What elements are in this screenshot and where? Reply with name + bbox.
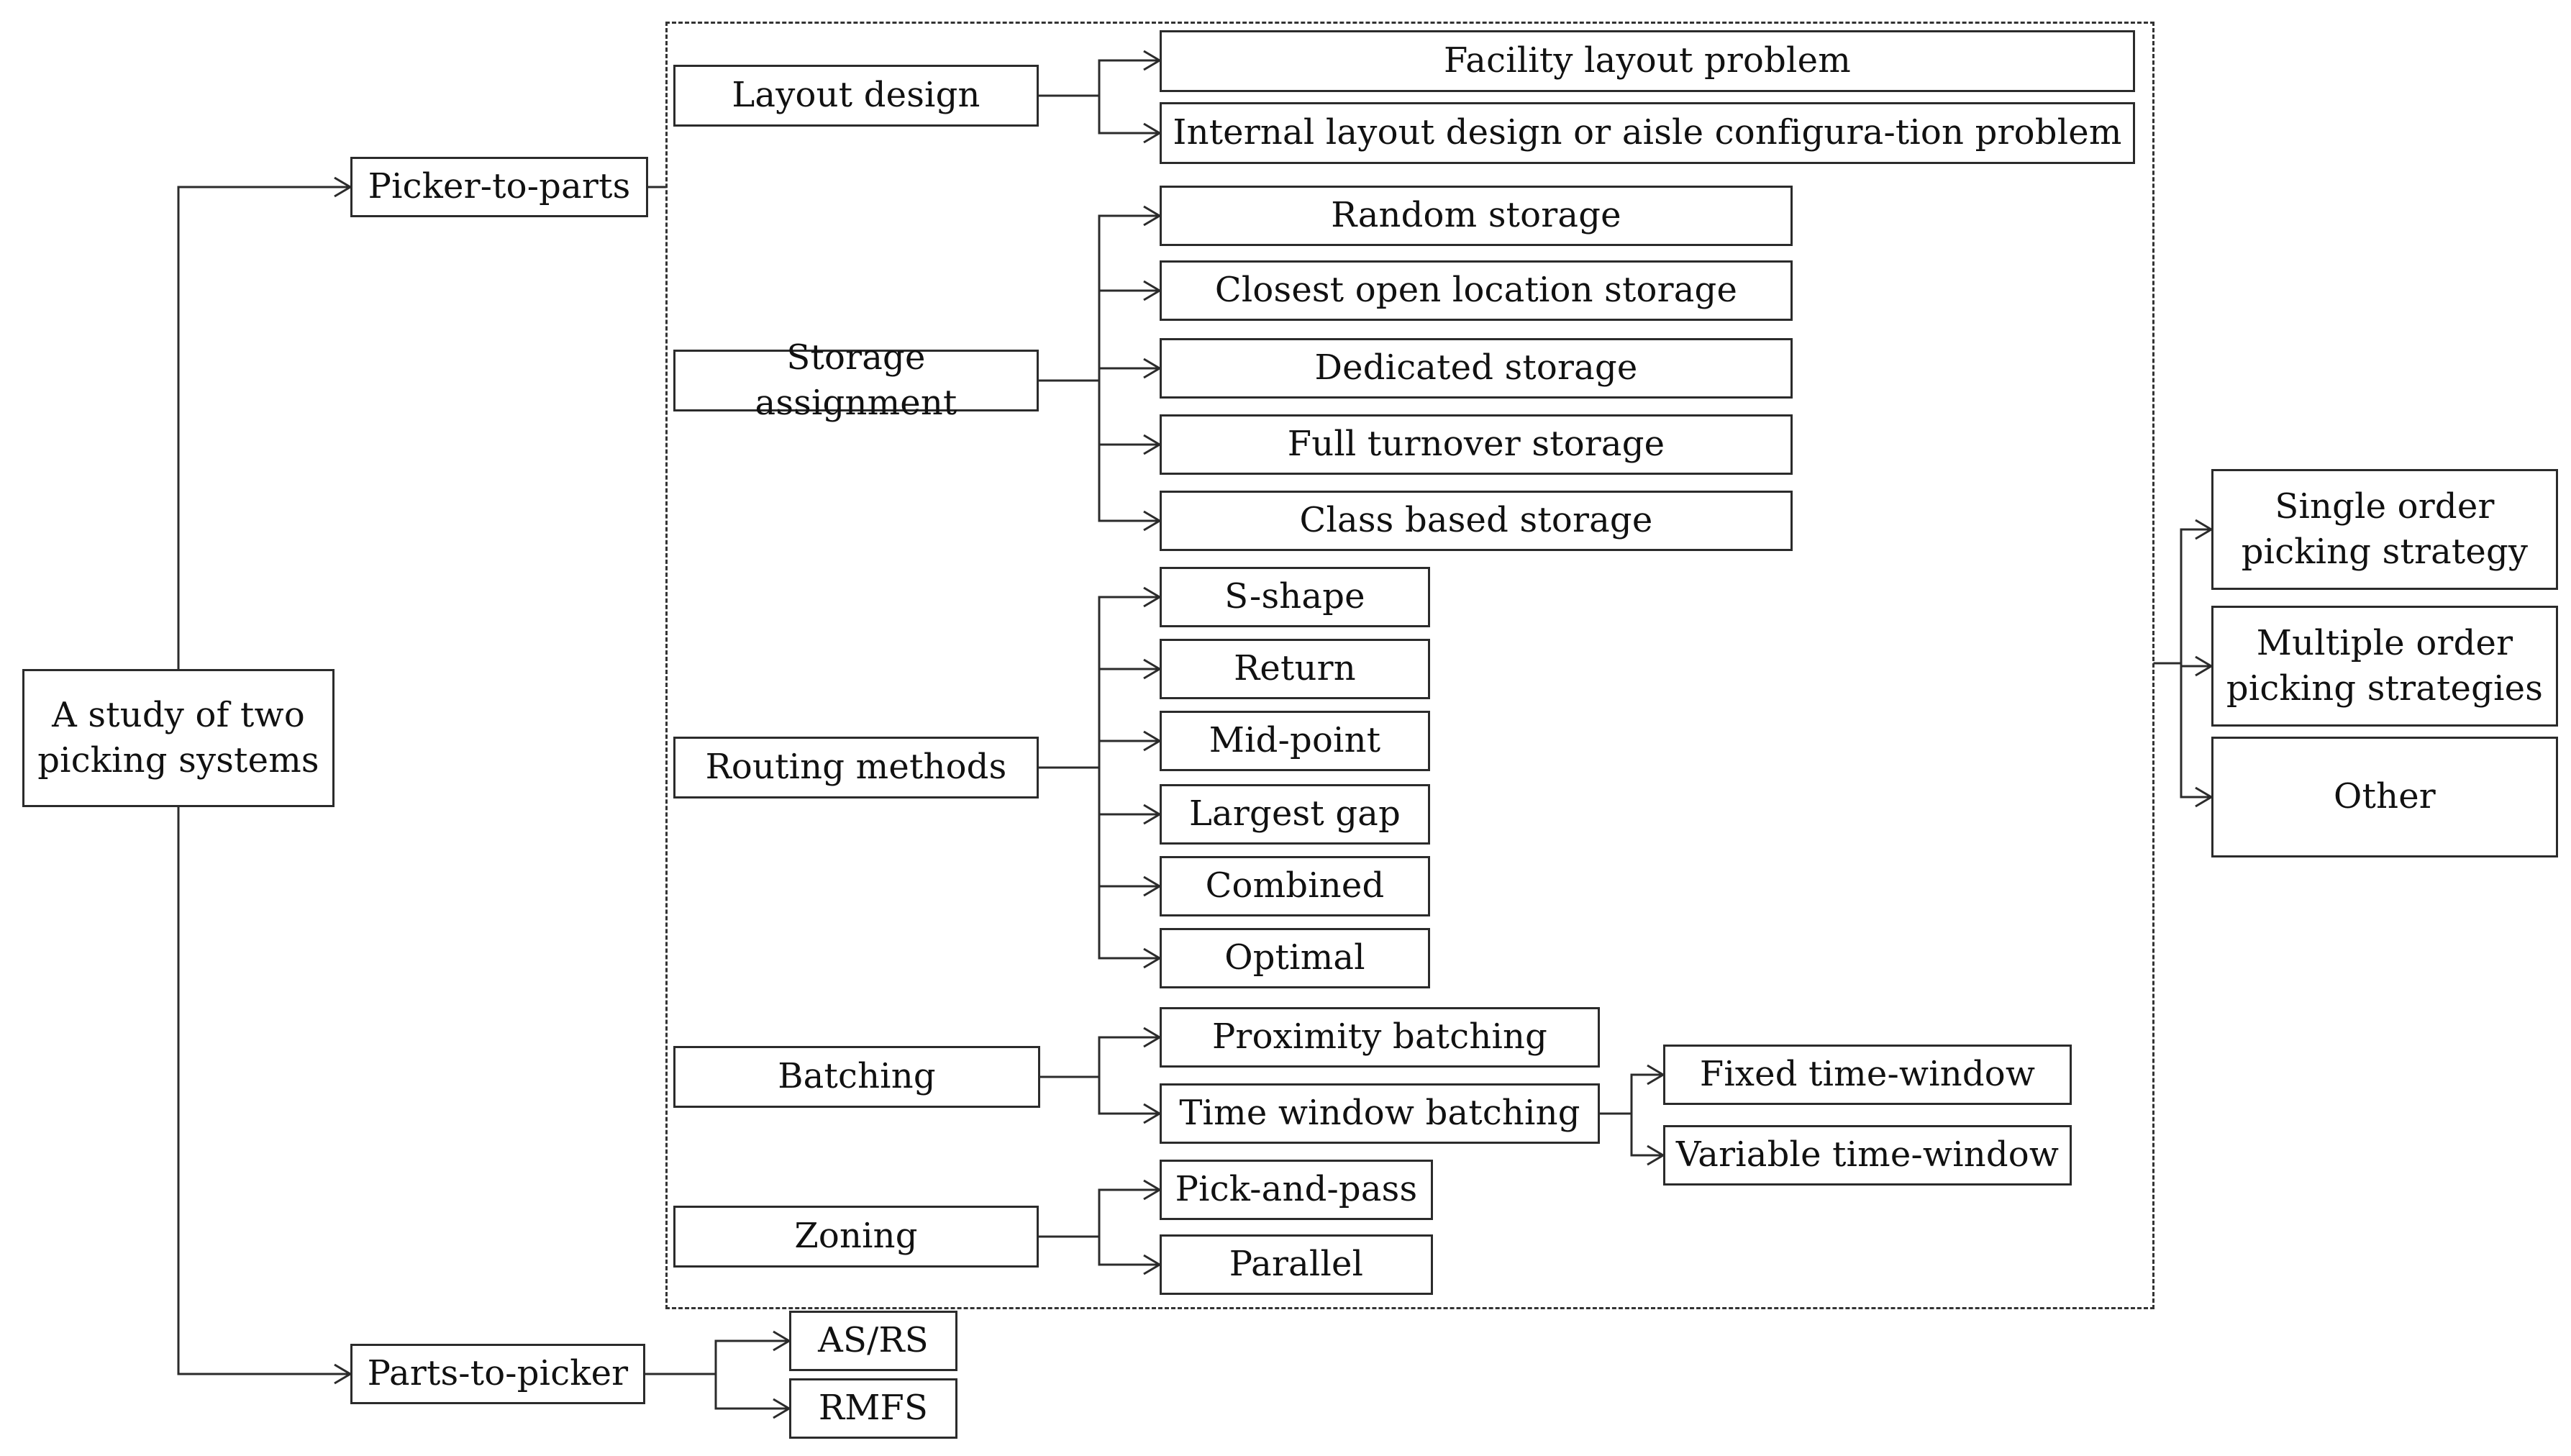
storage-assignment-node: Storage assignment — [673, 337, 1039, 423]
mid-point-node: Mid-point — [1160, 711, 1430, 771]
multiple-order-strategies-node: Multiple order picking strategies — [2211, 606, 2558, 727]
picker-to-parts-group-frame — [665, 22, 2154, 1309]
optimal-node: Optimal — [1160, 928, 1430, 988]
single-order-strategy-node: Single order picking strategy — [2211, 469, 2558, 590]
routing-methods-node: Routing methods — [673, 737, 1039, 798]
root-node: A study of two picking systems — [22, 669, 335, 807]
asrs-node: AS/RS — [789, 1311, 957, 1371]
random-storage-node: Random storage — [1160, 186, 1793, 246]
combined-node: Combined — [1160, 856, 1430, 916]
picker-to-parts-node: Picker-to-parts — [350, 157, 648, 217]
fixed-time-window-node: Fixed time-window — [1663, 1045, 2072, 1105]
largest-gap-node: Largest gap — [1160, 784, 1430, 845]
pick-and-pass-node: Pick-and-pass — [1160, 1160, 1433, 1220]
batching-node: Batching — [673, 1046, 1040, 1108]
variable-time-window-node: Variable time-window — [1663, 1125, 2072, 1186]
zoning-node: Zoning — [673, 1206, 1039, 1268]
parallel-node: Parallel — [1160, 1234, 1433, 1295]
proximity-batching-node: Proximity batching — [1160, 1007, 1600, 1068]
parts-to-picker-node: Parts-to-picker — [350, 1344, 645, 1404]
internal-layout-design-node: Internal layout design or aisle configur… — [1160, 102, 2135, 164]
time-window-batching-node: Time window batching — [1160, 1083, 1600, 1144]
return-node: Return — [1160, 639, 1430, 699]
class-based-storage-node: Class based storage — [1160, 491, 1793, 551]
full-turnover-storage-node: Full turnover storage — [1160, 414, 1793, 475]
dedicated-storage-node: Dedicated storage — [1160, 338, 1793, 399]
rmfs-node: RMFS — [789, 1378, 957, 1439]
layout-design-node: Layout design — [673, 65, 1039, 127]
closest-open-location-storage-node: Closest open location storage — [1160, 260, 1793, 321]
other-strategy-node: Other — [2211, 737, 2558, 857]
facility-layout-problem-node: Facility layout problem — [1160, 30, 2135, 92]
s-shape-node: S-shape — [1160, 567, 1430, 627]
